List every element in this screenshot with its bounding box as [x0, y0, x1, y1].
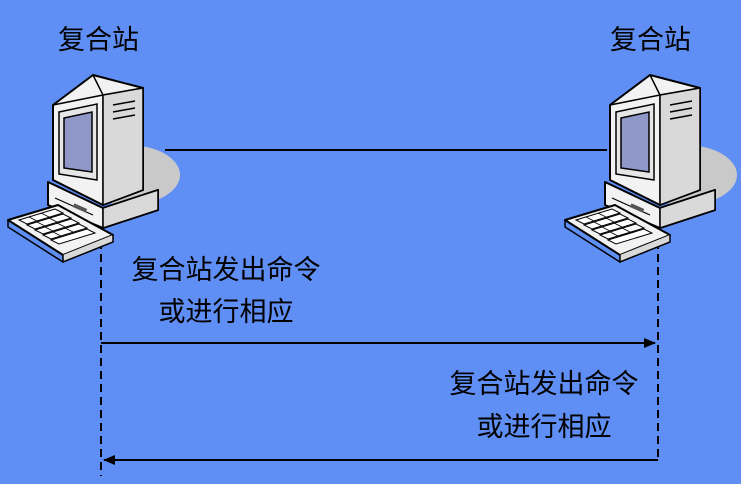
right-station-label: 复合站 [610, 25, 691, 56]
right-computer-icon [564, 74, 738, 263]
message-2-line-2: 或进行相应 [476, 412, 612, 443]
message-1-line-2: 或进行相应 [158, 297, 294, 328]
left-computer-icon [7, 74, 181, 263]
message-2-line-1: 复合站发出命令 [449, 369, 639, 400]
message-1-line-1: 复合站发出命令 [131, 255, 321, 286]
left-station-label: 复合站 [58, 25, 139, 56]
